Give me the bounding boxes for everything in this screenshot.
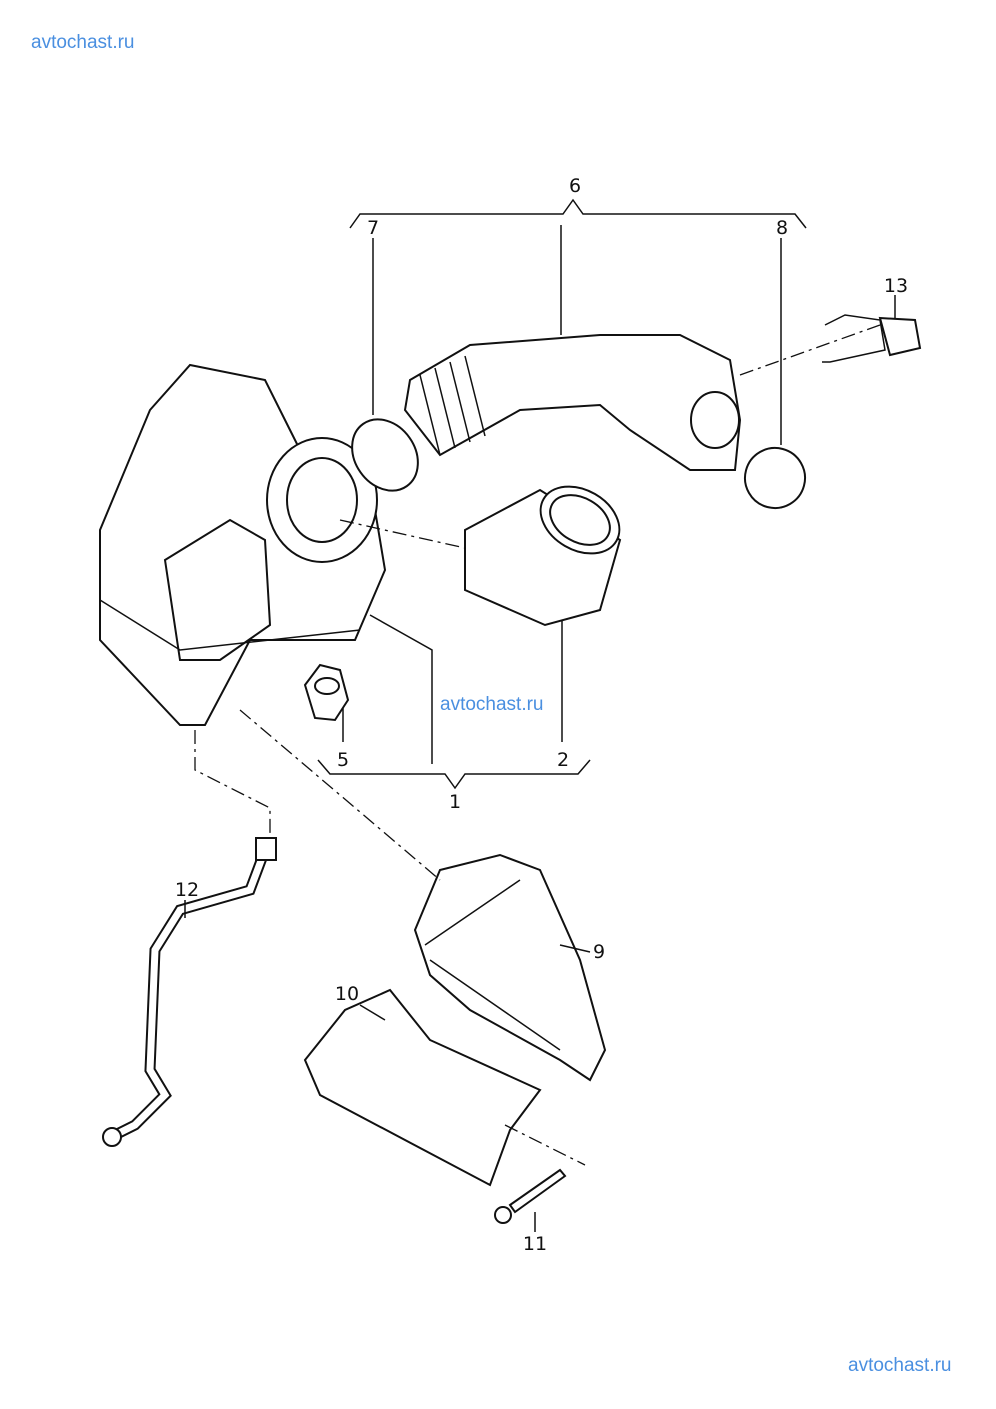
watermark-top-left: avtochast.ru [31, 32, 135, 53]
callout-6: 6 [569, 175, 581, 197]
callout-12: 12 [175, 879, 199, 901]
intake-hose [403, 334, 742, 471]
hose-clamp-7 [351, 418, 419, 492]
watermark-bottom-right: avtochast.ru [848, 1355, 952, 1376]
callout-1: 1 [449, 791, 461, 813]
watermark-center: avtochast.ru [440, 694, 544, 715]
nut-5 [303, 663, 350, 722]
bolt-11 [494, 1168, 567, 1232]
deflector-10 [303, 988, 542, 1187]
callout-2: 2 [557, 749, 569, 771]
callout-5: 5 [337, 749, 349, 771]
callout-13: 13 [884, 275, 908, 297]
sensor-13 [739, 295, 922, 376]
filter-element [464, 485, 622, 627]
air-filter-housing [99, 363, 387, 726]
bracket-1 [317, 759, 591, 790]
callout-10: 10 [335, 983, 359, 1005]
hose-clamp-8 [744, 447, 806, 509]
callout-7: 7 [367, 217, 379, 239]
callout-9: 9 [593, 941, 605, 963]
hose-12 [102, 837, 277, 1147]
bracket-6 [349, 198, 807, 229]
callout-11: 11 [523, 1233, 547, 1255]
callout-8: 8 [776, 217, 788, 239]
air-duct-9 [413, 853, 607, 1082]
